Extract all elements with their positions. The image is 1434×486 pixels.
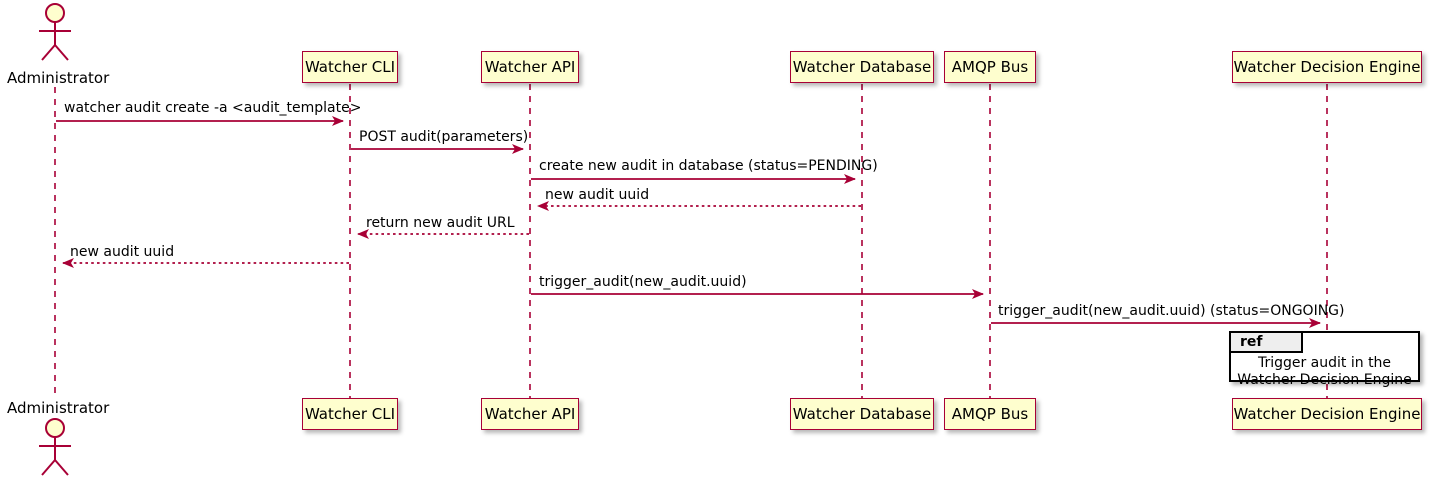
ref-keyword-label: ref [1240,334,1263,350]
message-label-7: trigger_audit(new_audit.uuid) [539,274,747,290]
participant-label: AMQP Bus [951,404,1029,423]
message-label-2: POST audit(parameters) [359,129,529,145]
message-label-1: watcher audit create -a <audit_template> [64,100,362,116]
participant-box-amqp-bus-bottom[interactable]: AMQP Bus [944,398,1036,430]
participant-label: Watcher Database [792,404,932,423]
participant-label: Watcher Decision Engine [1233,404,1421,423]
message-label-4: new audit uuid [545,187,650,203]
participant-box-watcher-database-bottom[interactable]: Watcher Database [790,398,934,430]
participant-label: Watcher CLI [304,57,396,76]
ref-body-line-1: Trigger audit in the [1257,355,1392,371]
message-label-5: return new audit URL [366,215,515,231]
message-label-3: create new audit in database (status=PEN… [539,158,878,174]
participant-box-watcher-decision-engine-bottom[interactable]: Watcher Decision Engine [1232,398,1422,430]
participant-box-watcher-cli-top[interactable]: Watcher CLI [302,51,398,83]
participant-box-amqp-bus-top[interactable]: AMQP Bus [944,51,1036,83]
participant-label: Watcher API [484,57,576,76]
participant-box-watcher-cli-bottom[interactable]: Watcher CLI [302,398,398,430]
actor-name: Administrator [7,399,110,417]
actor-name: Administrator [7,69,110,87]
actor-figure-bottom [39,418,71,476]
participant-box-watcher-api-top[interactable]: Watcher API [481,51,579,83]
actor-label-administrator-bottom: Administrator [7,399,109,417]
participant-box-watcher-database-top[interactable]: Watcher Database [790,51,934,83]
lifelines [54,84,1328,398]
participant-box-watcher-decision-engine-top[interactable]: Watcher Decision Engine [1232,51,1422,83]
participant-label: Watcher Decision Engine [1233,57,1421,76]
participant-label: Watcher API [484,404,576,423]
actor-figure-top [39,3,71,61]
participant-label: Watcher CLI [304,404,396,423]
ref-fragment: ref Trigger audit in the Watcher Decisio… [1229,331,1420,388]
message-label-6: new audit uuid [70,244,175,260]
message-arrows [56,116,1321,328]
actor-label-administrator-top: Administrator [7,69,109,87]
ref-fragment-body: Trigger audit in the Watcher Decision En… [1231,355,1418,389]
participant-label: Watcher Database [792,57,932,76]
participant-label: AMQP Bus [951,57,1029,76]
participant-box-watcher-api-bottom[interactable]: Watcher API [481,398,579,430]
ref-fragment-keyword: ref [1231,333,1303,353]
ref-body-line-2: Watcher Decision Engine [1237,372,1412,388]
message-label-8: trigger_audit(new_audit.uuid) (status=ON… [998,303,1345,319]
